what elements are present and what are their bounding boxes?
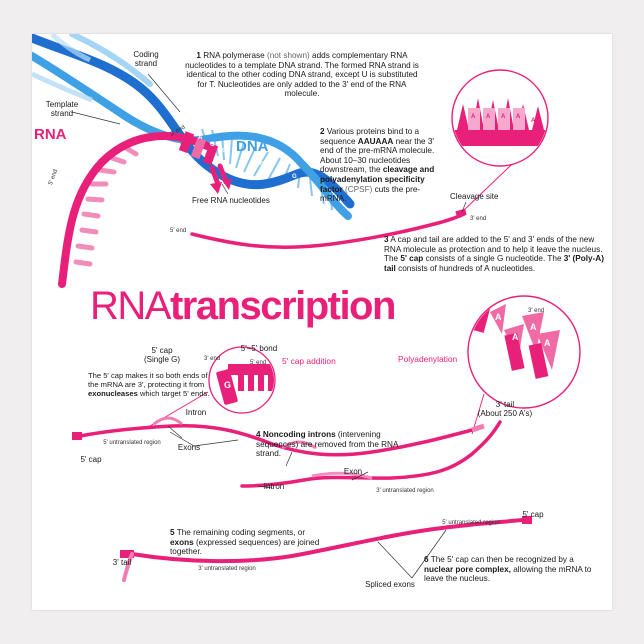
dna-helix xyxy=(32,34,355,220)
title-part-2: transcription xyxy=(169,284,396,328)
label-three-tail: 3' tail xyxy=(495,400,515,409)
step-2-e: (CPSF) xyxy=(345,184,373,194)
label-g-letter: G xyxy=(224,380,232,390)
nt-dna-5: A xyxy=(276,168,281,174)
step-4-text: 4 Noncoding introns (intervening sequenc… xyxy=(256,430,402,459)
mrna-strand-step3 xyxy=(78,423,474,457)
step-6-c: allowing the mRNA to leave the nucleus. xyxy=(424,564,592,584)
mrna-strand-step4 xyxy=(240,420,502,488)
nt-dna-6: G xyxy=(292,174,297,180)
cap-note-b: exonucleases xyxy=(88,389,138,398)
nt-tail-2: A xyxy=(512,332,519,342)
label-single-g: (Single G) xyxy=(143,355,180,364)
step-3-d: 3' (Poly-A) tail xyxy=(384,254,604,273)
nt-poly-5: A xyxy=(531,118,536,124)
step-2-c: near the 3' end of the pre-mRNA molecule… xyxy=(320,136,435,175)
poster: Coding strand Template strand RNA DNA 5'… xyxy=(32,34,612,610)
label-utr3-a: 3' untranslated region xyxy=(376,488,434,494)
step-2-b: AAUAAA xyxy=(357,136,394,146)
label-five-cap-a: 5' cap xyxy=(80,455,102,464)
label-five-cap-b: 5' cap xyxy=(522,510,544,519)
step-3-e: consists of hundreds of A nucleotides. xyxy=(398,263,536,273)
step-5-b: exons xyxy=(170,537,194,547)
label-dna: DNA xyxy=(236,138,269,155)
label-utr5-a: 5' untranslated region xyxy=(103,440,161,446)
step-6-b: nuclear pore complex, xyxy=(424,564,511,574)
label-intron-2: Intron xyxy=(263,482,285,491)
label-coding-strand: Coding strand xyxy=(133,50,159,68)
nt-tail-1: A xyxy=(495,312,502,322)
step-1-text: 1 RNA polymerase (not shown) adds comple… xyxy=(182,51,422,99)
cap-note-a: The 5' cap makes it so both ends of the … xyxy=(88,371,208,389)
step-2-f: cuts the pre-mRNA. xyxy=(320,184,421,204)
cleavage-zoom xyxy=(451,69,549,213)
label-about-250: (About 250 A's) xyxy=(477,409,533,418)
step-5-text: 5 The remaining coding segments, or exon… xyxy=(170,528,330,557)
step-2-d: cleavage and polyadenylation specificity… xyxy=(320,165,435,194)
step-3-b: 5' cap xyxy=(400,254,424,264)
label-three-tail-b: 3' tail xyxy=(112,558,132,567)
page-title: RNAtranscription xyxy=(90,284,396,329)
cap-note-c: which target 5' ends. xyxy=(139,389,210,398)
step-5-number: 5 xyxy=(170,528,175,537)
step-1-number: 1 xyxy=(196,51,201,60)
label-exons-1: Exons xyxy=(177,443,201,452)
step-2-text: 2 Various proteins bind to a sequence AA… xyxy=(320,127,444,204)
mrna-strand-final xyxy=(130,518,524,564)
nt-poly-3: A xyxy=(501,114,506,120)
label-cleavage-site: Cleavage site xyxy=(450,192,499,201)
step-5-a: The remaining coding segments, or xyxy=(176,528,306,537)
label-intron-1: Intron xyxy=(185,408,207,417)
rna-strand xyxy=(58,131,232,288)
step-6-number: 6 xyxy=(424,555,429,564)
label-five-end-mrna: 5' end xyxy=(170,228,187,234)
nt-poly-2: A xyxy=(486,114,491,120)
label-five-cap-single: 5' cap xyxy=(151,346,173,355)
step-4-a: Noncoding xyxy=(262,430,306,439)
step-6-text: 6 The 5' cap can then be recognized by a… xyxy=(424,555,604,584)
nt-tail-3: A xyxy=(530,322,537,332)
label-three-end-poly: 3' end xyxy=(528,308,545,314)
title-part-1: RNA xyxy=(90,284,171,328)
label-five-end-cap: 5' end xyxy=(250,360,267,366)
nt-dna-1: A xyxy=(198,135,203,141)
diagram-art xyxy=(32,34,581,582)
label-rna: RNA xyxy=(34,126,67,143)
nt-dna-2: G xyxy=(210,142,215,148)
step-2-number: 2 xyxy=(320,127,325,136)
step-3-a: A cap and tail are added to the 5' and 3… xyxy=(384,235,603,264)
label-three-end-cleave: 3' end xyxy=(470,216,487,222)
nt-poly-1: A xyxy=(471,114,476,120)
nt-dna-4: C xyxy=(260,162,265,168)
label-utr5-b: 5' untranslated region xyxy=(442,520,500,526)
step-1-b: (not shown) xyxy=(266,51,310,60)
step-1-a: RNA polymerase xyxy=(203,51,265,60)
label-polyadenylation: Polyadenylation xyxy=(398,354,458,364)
label-five-five-bond: 5'–5' bond xyxy=(240,344,278,353)
step-2-a: Various proteins bind to a sequence xyxy=(320,127,420,146)
nt-tail-4: A xyxy=(544,338,551,348)
polya-zoom xyxy=(467,295,581,435)
step-4-number: 4 xyxy=(256,430,261,439)
step-3-c: consists of a single G nucleotide. The xyxy=(425,254,562,264)
label-exon-2: Exon xyxy=(343,467,363,476)
step-4-b: introns xyxy=(307,430,336,439)
label-spliced-exons: Spliced exons xyxy=(365,580,415,589)
cap-zoom xyxy=(149,346,276,427)
nt-dna-3: C xyxy=(222,148,227,154)
label-cap-addition: 5' cap addition xyxy=(282,356,336,366)
label-template-strand: Template strand xyxy=(45,100,79,118)
step-4-c: (intervening sequences) are removed from… xyxy=(256,430,398,459)
step-5-c: (expressed sequences) are joined togethe… xyxy=(170,537,320,557)
label-three-end-cap: 3' end xyxy=(204,356,221,362)
step-6-a: The 5' cap can then be recognized by a xyxy=(430,555,574,564)
pre-mrna-strand xyxy=(190,212,466,249)
step-3-number: 3 xyxy=(384,235,389,244)
nt-poly-4: A xyxy=(516,114,521,120)
label-free-nucleotides: Free RNA nucleotides xyxy=(192,196,270,205)
step-3-text: 3 A cap and tail are added to the 5' and… xyxy=(384,235,606,273)
cap-note: The 5' cap makes it so both ends of the … xyxy=(88,371,212,398)
step-1-c: adds complementary RNA nucleotides to a … xyxy=(185,51,419,99)
label-utr3-b: 3' untranslated region xyxy=(198,566,256,572)
